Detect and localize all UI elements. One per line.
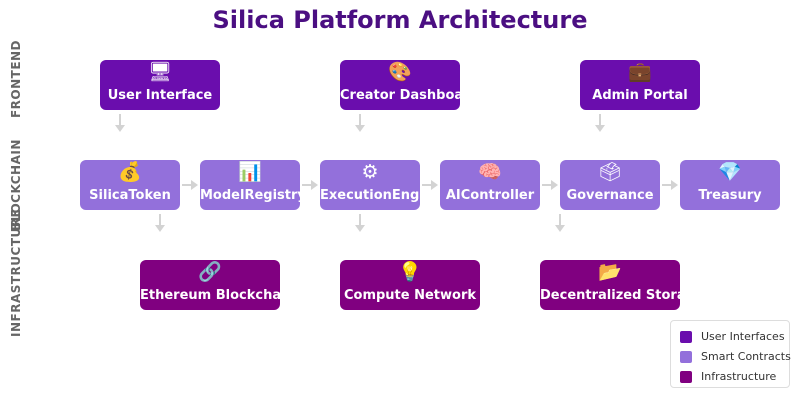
money-bag-icon: 💰 <box>118 161 142 183</box>
node-label: Admin Portal <box>592 88 688 103</box>
node-label: Ethereum Blockchain <box>140 288 280 303</box>
node-label: User Interface <box>107 88 213 103</box>
legend: User Interfaces Smart Contracts Infrastr… <box>670 320 791 388</box>
node-label: ExecutionEngine <box>320 188 420 203</box>
ballot-box-icon: 🗳 <box>597 161 623 183</box>
node-model-registry[interactable]: 📊 ModelRegistry <box>200 160 300 210</box>
node-label: SilicaToken <box>89 188 171 203</box>
lane-label-infrastructure: INFRASTRUCTURE <box>9 208 23 337</box>
gear-icon: ⚙ <box>361 161 379 183</box>
legend-swatch <box>680 351 692 363</box>
lane-label-frontend: FRONTEND <box>9 39 23 119</box>
node-label: Decentralized Storage <box>540 288 680 303</box>
node-compute-network[interactable]: 💡 Compute Network <box>340 260 480 310</box>
node-treasury[interactable]: 💎 Treasury <box>680 160 780 210</box>
node-ai-controller[interactable]: 🧠 AIController <box>440 160 540 210</box>
node-user-interface[interactable]: 🖥 User Interface <box>100 60 220 110</box>
node-label: Governance <box>566 188 654 203</box>
arrow-down <box>355 114 365 132</box>
legend-label: Smart Contracts <box>701 350 791 363</box>
node-label: Treasury <box>698 188 762 203</box>
node-ethereum-blockchain[interactable]: 🔗 Ethereum Blockchain <box>140 260 280 310</box>
monitor-icon: 🖥 <box>147 61 173 83</box>
arrow-right <box>662 180 678 190</box>
legend-swatch <box>680 371 692 383</box>
diagram-title: Silica Platform Architecture <box>212 6 588 34</box>
node-label: Compute Network <box>343 288 477 303</box>
node-governance[interactable]: 🗳 Governance <box>560 160 660 210</box>
arrow-down <box>555 214 565 232</box>
arrow-down <box>355 214 365 232</box>
arrow-right <box>542 180 558 190</box>
brain-icon: 🧠 <box>478 161 502 183</box>
link-icon: 🔗 <box>198 261 222 283</box>
gem-icon: 💎 <box>718 161 742 183</box>
node-label: Creator Dashboard <box>340 88 460 103</box>
node-label: ModelRegistry <box>200 188 300 203</box>
arrow-right <box>182 180 198 190</box>
light-bulb-icon: 💡 <box>398 261 422 283</box>
briefcase-icon: 💼 <box>628 61 652 83</box>
legend-label: Infrastructure <box>701 370 777 383</box>
palette-icon: 🎨 <box>388 61 412 83</box>
legend-label: User Interfaces <box>701 330 785 343</box>
arrow-right <box>422 180 438 190</box>
node-execution-engine[interactable]: ⚙ ExecutionEngine <box>320 160 420 210</box>
bar-chart-icon: 📊 <box>238 161 262 183</box>
node-admin-portal[interactable]: 💼 Admin Portal <box>580 60 700 110</box>
arrow-down <box>115 114 125 132</box>
legend-swatch <box>680 331 692 343</box>
node-silica-token[interactable]: 💰 SilicaToken <box>80 160 180 210</box>
arrow-down <box>155 214 165 232</box>
arrow-right <box>302 180 318 190</box>
node-label: AIController <box>445 188 535 203</box>
folder-icon: 📂 <box>598 261 622 283</box>
node-decentralized-storage[interactable]: 📂 Decentralized Storage <box>540 260 680 310</box>
node-creator-dashboard[interactable]: 🎨 Creator Dashboard <box>340 60 460 110</box>
arrow-down <box>595 114 605 132</box>
